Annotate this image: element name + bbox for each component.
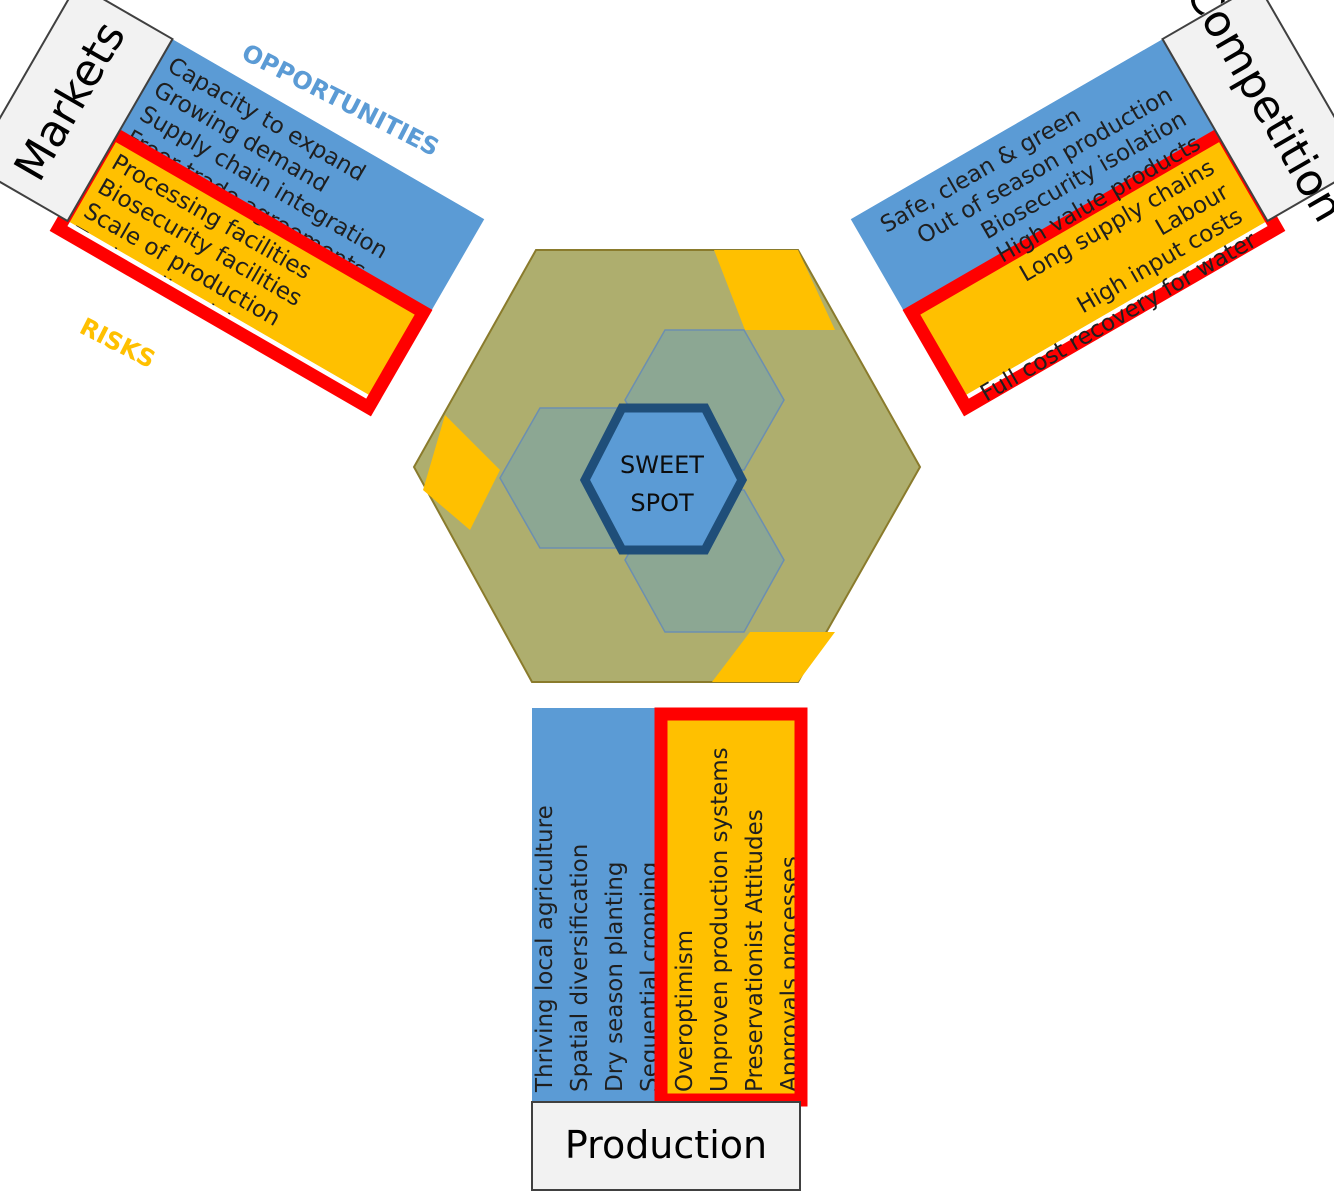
production-opp-2: Spatial diversification <box>567 844 593 1092</box>
competition-title-box <box>1161 0 1334 223</box>
competition-arm <box>850 0 1334 417</box>
sweet-spot-line2: SPOT <box>630 489 694 517</box>
markets-opportunities-band <box>117 39 485 341</box>
markets-title-box <box>0 0 174 223</box>
legend-risks: RISKS <box>75 312 160 374</box>
hexagon-band-bottom-right <box>712 632 835 682</box>
hexagon-band-left <box>423 415 500 530</box>
production-risks-band <box>662 708 802 1102</box>
production-title: Production <box>565 1123 767 1167</box>
competition-risks-band <box>862 135 1268 401</box>
production-risks-highlight <box>654 707 808 1107</box>
production-risk-2: Unproven production systems <box>707 747 733 1092</box>
production-arm: Thriving local agriculture Spatial diver… <box>531 707 808 1191</box>
sweet-spot: SWEET SPOT <box>579 403 748 555</box>
production-risk-3: Preservationist Attitudes <box>742 809 768 1092</box>
competition-opportunities-band <box>850 39 1218 341</box>
production-opp-3: Dry season planting <box>602 861 628 1092</box>
production-opp-1: Thriving local agriculture <box>532 805 558 1093</box>
sweet-spot-hexagon <box>579 403 748 555</box>
production-opportunities-band <box>532 708 662 1102</box>
markets-risks-band <box>67 135 473 401</box>
production-title-box <box>531 1101 801 1191</box>
hexagon-band-top-right <box>714 250 835 330</box>
sweet-spot-line1: SWEET <box>620 451 704 479</box>
production-risk-1: Overoptimism <box>672 930 698 1092</box>
